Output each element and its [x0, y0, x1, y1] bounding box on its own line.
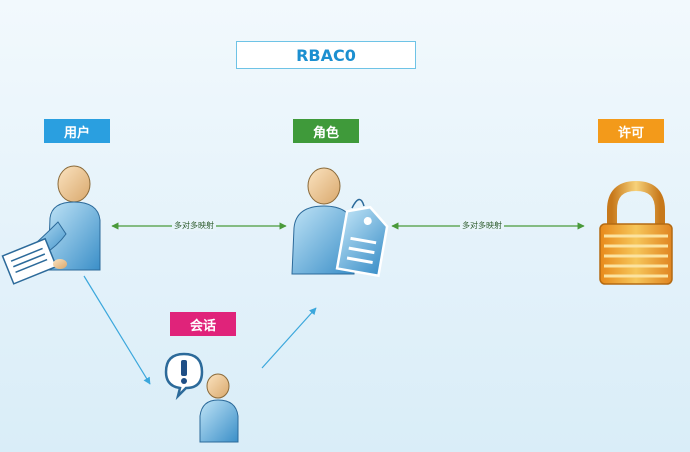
user-role-edge-label: 多对多映射 [172, 220, 216, 231]
diagram-title: RBAC0 [236, 41, 416, 69]
role-tag: 角色 [293, 119, 359, 143]
user-session-arrow [83, 275, 151, 385]
user-tag: 用户 [44, 119, 110, 143]
padlock-icon [599, 180, 673, 285]
user-alert-icon [164, 352, 239, 443]
session-role-arrow [261, 307, 317, 369]
user-tag-icon [291, 167, 389, 278]
session-tag: 会话 [170, 312, 236, 336]
user-document-icon [1, 165, 101, 285]
role-permission-edge-label: 多对多映射 [460, 220, 504, 231]
permission-tag: 许可 [598, 119, 664, 143]
